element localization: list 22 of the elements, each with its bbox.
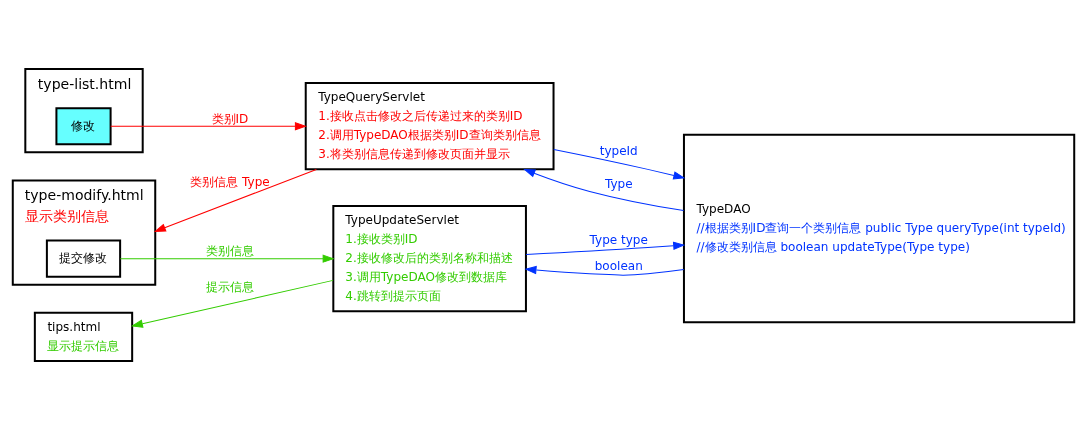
node-box: tips.html 显示提示信息: [33, 311, 134, 362]
edge-label: typeId: [599, 143, 638, 158]
edge-label: 类别信息 Type: [190, 174, 270, 189]
arrow: [524, 168, 685, 211]
arrow: [110, 121, 306, 130]
arrow: [154, 168, 317, 232]
arrow: [553, 148, 685, 179]
edge-label: 提示信息: [205, 279, 254, 294]
node-box: 提交修改: [45, 239, 122, 278]
arrow: [131, 279, 334, 328]
edge-label: 类别ID: [211, 111, 249, 126]
edge-label: boolean: [594, 258, 643, 273]
node-box: 修改: [55, 106, 112, 145]
node-box: TypeDAO //根据类别ID查询一个类别信息 public Type queryType(int typeId) //修改类别信息 boolean updateType(Type type): [682, 133, 1076, 323]
arrow: [119, 254, 334, 263]
node-box: TypeUpdateServlet 1.接收类别ID 2.接收修改后的类别名称和描述 3.调用TypeDAO修改到数据库 4.跳转到提示页面: [332, 204, 527, 312]
edge-label: Type type: [589, 232, 648, 247]
edge-label: Type: [604, 176, 633, 191]
arrow: [525, 241, 685, 255]
node-box: TypeQueryServlet 1.接收点击修改之后传递过来的类别ID 2.调用TypeDAO根据类别ID查询类别信息 3.将类别信息传递到修改页面并显示: [304, 81, 555, 170]
arrow: [525, 265, 685, 276]
edge-label: 类别信息: [205, 243, 254, 258]
